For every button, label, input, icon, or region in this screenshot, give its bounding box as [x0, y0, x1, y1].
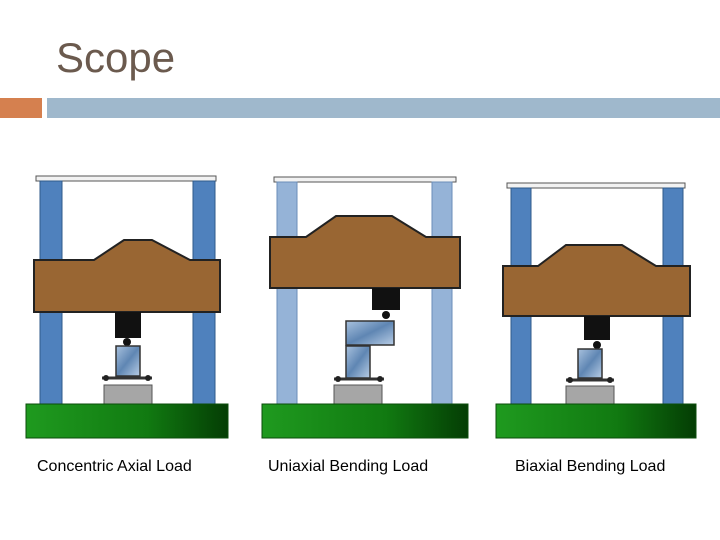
title-rule — [47, 98, 720, 118]
column-left — [276, 181, 298, 405]
actuator — [372, 288, 400, 310]
pedestal — [565, 385, 615, 405]
top-plate — [273, 176, 457, 183]
rig-concentric — [25, 175, 229, 439]
base — [261, 403, 469, 439]
specimen — [577, 348, 603, 379]
load-point — [382, 311, 390, 319]
title-accent-bar — [0, 98, 42, 118]
specimen — [345, 345, 371, 379]
pedestal — [333, 384, 383, 405]
base — [495, 403, 697, 439]
specimen — [115, 345, 141, 377]
load-point — [593, 341, 601, 349]
pedestal — [103, 384, 153, 405]
crosshead — [502, 244, 691, 317]
actuator — [584, 316, 610, 340]
load-point — [123, 338, 131, 346]
caption-uniaxial: Uniaxial Bending Load — [268, 458, 429, 475]
top-plate — [506, 182, 686, 189]
caption-concentric: Concentric Axial Load — [37, 458, 192, 475]
slide-title: Scope — [56, 34, 176, 81]
rig-uniaxial — [261, 176, 469, 439]
crosshead — [269, 215, 461, 289]
rig-biaxial — [495, 182, 697, 439]
column-right — [431, 181, 453, 405]
actuator — [115, 312, 141, 338]
base — [25, 403, 229, 439]
load-beam — [345, 320, 395, 346]
top-plate — [35, 175, 217, 182]
crosshead — [33, 239, 221, 313]
caption-biaxial: Biaxial Bending Load — [515, 458, 666, 475]
